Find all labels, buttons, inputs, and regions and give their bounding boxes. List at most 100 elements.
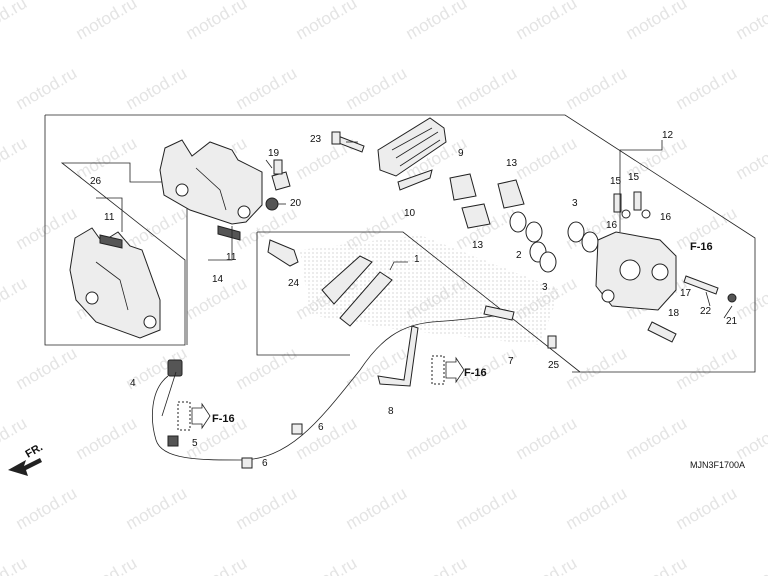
watermark-text: motod.ru [563,63,631,113]
part-number-p6a[interactable]: 6 [318,422,324,433]
o-ring[interactable] [265,197,279,211]
part-number-p14[interactable]: 14 [212,274,224,285]
watermark-text: motod.ru [233,343,301,393]
watermark-text: motod.ru [673,343,741,393]
watermark-text: motod.ru [733,133,768,183]
caliper-body[interactable] [595,231,677,311]
direction-arrow [8,458,42,476]
part-number-p23[interactable]: 23 [310,134,322,145]
watermark-text: motod.ru [343,63,411,113]
watermark-text: motod.ru [233,483,301,533]
part-number-p13b[interactable]: 13 [472,240,484,251]
pin-24[interactable] [267,239,299,267]
bolt-25-assembly[interactable] [483,305,557,349]
part-number-p5[interactable]: 5 [192,438,198,449]
watermark-text: motod.ru [13,63,81,113]
watermark-text: motod.ru [563,343,631,393]
ref-arrow-2[interactable] [177,401,211,431]
watermark-text: motod.ru [123,203,191,253]
part-number-p25[interactable]: 25 [548,360,560,371]
part-number-p15b[interactable]: 15 [628,172,640,183]
speed-sensor[interactable] [167,359,183,377]
part-number-p2[interactable]: 2 [516,250,522,261]
watermark-text: motod.ru [0,553,30,576]
watermark-text: motod.ru [563,483,631,533]
pad-spring[interactable] [377,117,447,191]
pad-clip-left[interactable] [99,234,123,249]
part-number-p1[interactable]: 1 [414,254,420,265]
part-number-p11a[interactable]: 11 [104,212,115,223]
watermark-text: motod.ru [513,553,581,576]
watermark-text: motod.ru [0,133,30,183]
part-number-p26[interactable]: 26 [90,176,102,187]
part-number-p4[interactable]: 4 [130,378,136,389]
part-number-p22[interactable]: 22 [700,306,712,317]
part-number-p24[interactable]: 24 [288,278,300,289]
watermark-text: motod.ru [453,483,521,533]
part-number-p15a[interactable]: 15 [610,176,622,187]
watermark-text: motod.ru [183,553,251,576]
bracket-left[interactable] [69,227,161,339]
part-number-p10[interactable]: 10 [404,208,416,219]
part-number-p12[interactable]: 12 [662,130,674,141]
part-number-p16a[interactable]: 16 [606,220,618,231]
watermark-text: motod.ru [513,133,581,183]
brake-pad-set[interactable] [321,255,393,327]
part-number-p7[interactable]: 7 [508,356,514,367]
watermark-text: motod.ru [73,413,141,463]
part-number-p3a[interactable]: 3 [572,198,578,209]
part-number-p11b[interactable]: 11 [226,252,237,263]
watermark-text: motod.ru [513,0,581,43]
part-number-p16b[interactable]: 16 [660,212,672,223]
watermark-text: motod.ru [13,343,81,393]
diagram-code: MJN3F1700A [690,460,745,470]
watermark-text: motod.ru [733,413,768,463]
slide-pin[interactable] [271,159,291,191]
ref-label-2[interactable]: F-16 [212,413,235,425]
caliper-bolts[interactable] [647,275,737,343]
part-number-p18[interactable]: 18 [668,308,680,319]
watermark-text: motod.ru [623,553,691,576]
bracket-main[interactable] [159,139,263,241]
part-number-p6b[interactable]: 6 [262,458,268,469]
watermark-text: motod.ru [453,63,521,113]
part-number-p13a[interactable]: 13 [506,158,518,169]
watermark-text: motod.ru [73,553,141,576]
direction-label: FR. [24,441,45,460]
watermark-text: motod.ru [623,0,691,43]
watermark-text: motod.ru [513,413,581,463]
bolt-23[interactable] [331,131,365,153]
watermark-text: motod.ru [673,63,741,113]
part-number-p19[interactable]: 19 [268,148,280,159]
watermark-text: motod.ru [293,553,361,576]
ref-arrow-1[interactable] [431,355,465,385]
wire-stay[interactable] [377,325,419,387]
watermark-text: motod.ru [673,483,741,533]
bleeder-valves[interactable] [613,191,651,219]
seal-set[interactable] [509,211,599,273]
watermark-text: motod.ru [0,413,30,463]
watermark-text: motod.ru [73,0,141,43]
part-number-p8[interactable]: 8 [388,406,394,417]
watermark-text: motod.ru [13,483,81,533]
piston-set[interactable] [449,173,525,229]
ref-label-1[interactable]: F-16 [464,367,487,379]
wire-clamps[interactable] [167,423,303,469]
watermark-text: motod.ru [403,0,471,43]
watermark-text: motod.ru [123,483,191,533]
watermark-text: motod.ru [403,413,471,463]
part-number-p20[interactable]: 20 [290,198,302,209]
part-number-p21[interactable]: 21 [726,316,738,327]
part-number-p17[interactable]: 17 [680,288,692,299]
watermark-text: motod.ru [343,483,411,533]
part-number-p9[interactable]: 9 [458,148,464,159]
watermark-text: motod.ru [733,553,768,576]
watermark-text: motod.ru [293,413,361,463]
leader-lines [96,140,733,319]
ref-label-3[interactable]: F-16 [690,241,713,253]
part-number-p3b[interactable]: 3 [542,282,548,293]
watermark-text: motod.ru [233,63,301,113]
watermark-text: motod.ru [13,203,81,253]
